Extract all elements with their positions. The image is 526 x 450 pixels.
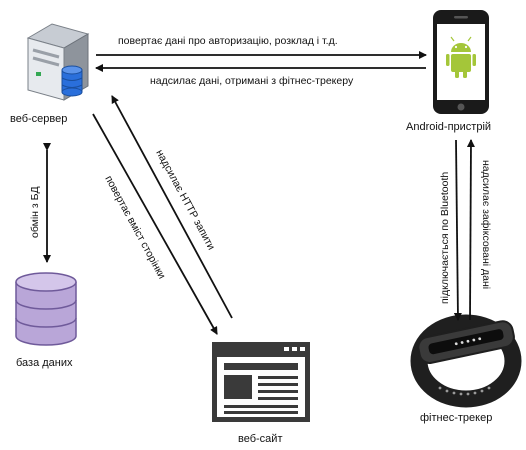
database-label: база даних: [16, 357, 73, 369]
label-server-to-android: повертає дані про авторизацію, розклад і…: [118, 35, 338, 47]
label-db-exchange: обмін з БД: [29, 186, 41, 238]
website-label: веб-сайт: [238, 433, 282, 445]
database-mini-icon: [61, 65, 83, 97]
android-device-label: Android-пристрій: [406, 121, 491, 133]
arrow-server-to-site: [92, 113, 218, 335]
android-robot-icon: [446, 36, 476, 78]
android-phone-icon: [433, 10, 489, 114]
fitness-tracker-label: фітнес-трекер: [420, 412, 492, 424]
browser-window-icon: [212, 342, 310, 422]
label-android-to-server: надсилає дані, отримані з фітнес-трекеру: [150, 75, 354, 87]
arrow-tracker-to-android: [466, 139, 475, 321]
label-android-to-tracker: підключається по Bluetooth: [439, 172, 451, 304]
label-tracker-to-android: надсилає зафіксовані дані: [480, 160, 492, 289]
arrow-android-to-tracker: [453, 139, 462, 321]
arrow-site-to-server: [111, 95, 233, 319]
database-icon: [15, 272, 77, 346]
fitness-band-icon: [410, 314, 522, 408]
server-database-icon: [26, 23, 90, 101]
web-server-label: веб-сервер: [10, 113, 67, 125]
